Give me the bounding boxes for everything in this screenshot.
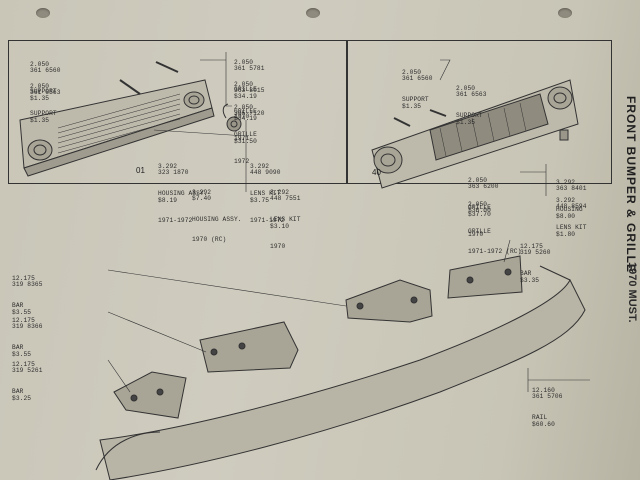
binder-hole bbox=[36, 8, 50, 18]
grille-40-drawing bbox=[371, 79, 579, 189]
bumper-rail-drawing bbox=[95, 265, 586, 480]
figure-number: 40 bbox=[372, 168, 381, 177]
section-title: FRONT BUMPER & GRILLE bbox=[624, 96, 638, 273]
binder-hole bbox=[558, 8, 572, 18]
binder-hole bbox=[306, 8, 320, 18]
part-callout: 2.050$36.00 GRILLE 1971-1972 (RC) bbox=[468, 200, 522, 256]
part-callout: 3.292$7.40 HOUSING ASSY. 1970 (RC) bbox=[192, 188, 242, 244]
grille-01-drawing bbox=[19, 61, 242, 177]
section-subtitle: 1970 MUST. bbox=[626, 262, 638, 323]
figure-number: 01 bbox=[136, 166, 145, 175]
bumper-bars-drawing bbox=[113, 255, 523, 419]
panel-grille-40 bbox=[346, 40, 612, 184]
panel-grille-01 bbox=[8, 40, 348, 184]
